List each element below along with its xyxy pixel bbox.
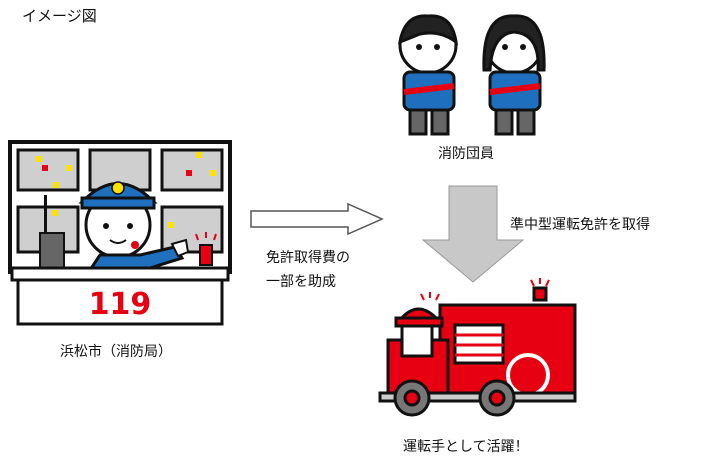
- subsidy-text-line1: 免許取得費の: [266, 250, 350, 266]
- dispatch-label: 浜松市（消防局）: [60, 344, 172, 360]
- license-arrow: [421, 185, 525, 283]
- truck-label: 運転手として活躍！: [403, 439, 529, 455]
- figure-title: イメージ図: [22, 7, 97, 25]
- fire-truck-illustration: [378, 278, 577, 417]
- license-label: 準中型運転免許を取得: [510, 217, 650, 233]
- subsidy-text-line2: 一部を助成: [266, 274, 336, 290]
- subsidy-arrow: [250, 202, 384, 236]
- members-label: 消防団員: [438, 146, 494, 162]
- desk-number: 119: [89, 287, 152, 322]
- fire-brigade-members-illustration: [398, 14, 546, 136]
- dispatch-center-illustration: 119: [8, 140, 232, 326]
